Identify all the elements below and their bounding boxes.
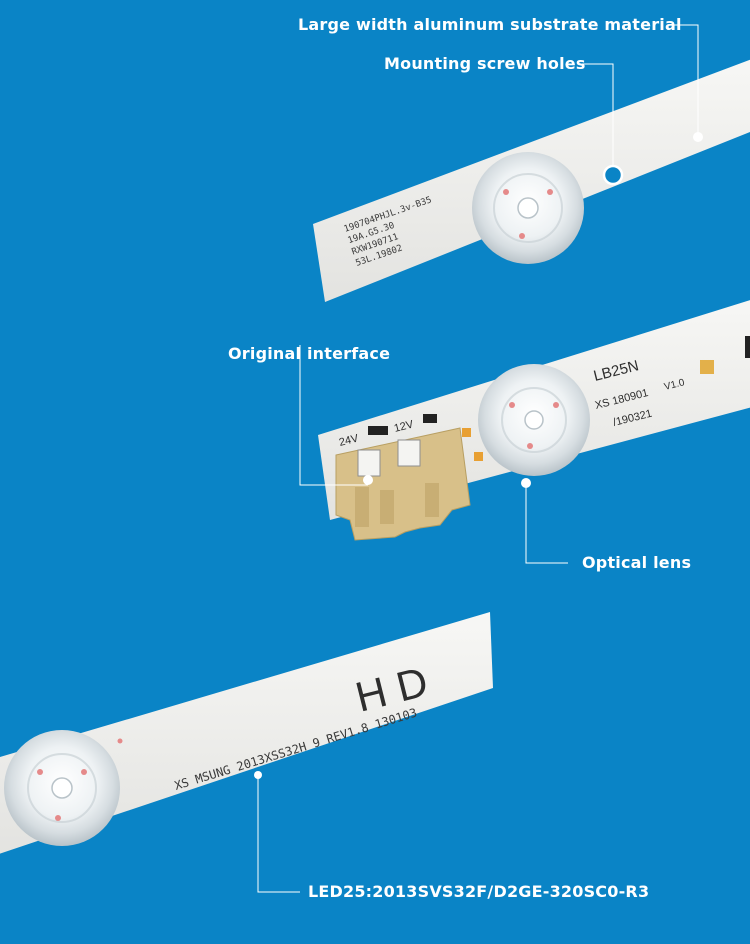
strip-2-solder-pad bbox=[700, 360, 714, 374]
mounting-screw-hole bbox=[602, 164, 624, 186]
strip-2-solder-pad bbox=[474, 452, 483, 461]
leader-line-substrate bbox=[667, 24, 699, 137]
strip-2-version: V1.0 bbox=[663, 377, 686, 393]
strip-2-label-24v: 24V bbox=[338, 432, 361, 449]
leader-line-interface bbox=[299, 345, 368, 486]
strip-3-lens bbox=[4, 730, 120, 846]
leader-line-lens bbox=[525, 483, 568, 564]
callout-lens: Optical lens bbox=[582, 553, 692, 572]
interface-marker-dot bbox=[363, 475, 373, 485]
callout-screw-holes: Mounting screw holes bbox=[384, 54, 586, 73]
strip-3-body bbox=[0, 612, 493, 854]
callout-model: LED25:2013SVS32F/D2GE-320SC0-R3 bbox=[308, 882, 650, 901]
strip-2-label-12v: 12V bbox=[393, 418, 416, 435]
leader-line-screw-holes bbox=[582, 63, 614, 166]
strip-2-right-tab bbox=[745, 336, 750, 358]
strip-2-solder-pad bbox=[462, 428, 471, 437]
callout-interface: Original interface bbox=[228, 344, 391, 363]
strip-2-lens bbox=[478, 364, 590, 476]
interface-connector bbox=[335, 414, 471, 541]
strip-3-led-dot bbox=[117, 738, 123, 744]
callout-substrate: Large width aluminum substrate material bbox=[298, 15, 682, 34]
leader-line-model bbox=[257, 775, 300, 893]
strip-1-lens bbox=[472, 152, 584, 264]
